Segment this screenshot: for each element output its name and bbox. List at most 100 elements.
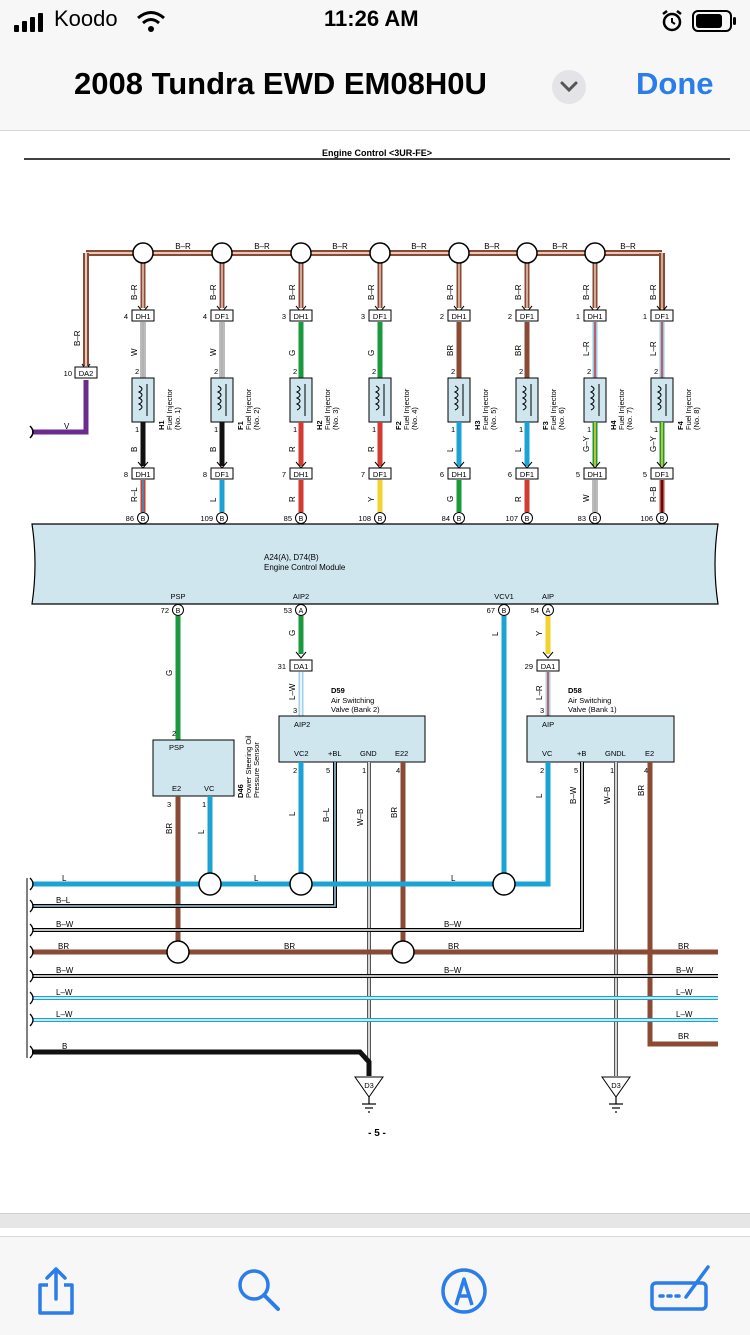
document-title[interactable]: 2008 Tundra EWD EM08H0U [74,66,487,101]
title-menu-button[interactable] [552,70,586,104]
inj-ecm-wire-label: W [582,494,591,502]
clock-time: 11:26 AM [324,6,419,31]
inj-ecm-conn: B [525,516,530,523]
inj-pin-top: 2 [587,367,591,376]
inj-pin-bottom: 1 [519,425,523,434]
d58-wire-1: L [535,793,544,798]
ecm-bottom-signal: PSP [170,592,185,601]
document-nav-bar: 2008 Tundra EWD EM08H0U Done [0,44,750,131]
d58-term-4: E2 [645,749,654,758]
inj-bottom-connector: DF1 [520,470,534,479]
inj-br-label: B–R [649,284,658,300]
inj-ecm-pin: 83 [578,514,586,523]
inj-pin-top: 2 [451,367,455,376]
bus-bw-label-1: B–W [56,920,74,929]
fuel-injector [368,377,392,423]
inj-pin-top: 2 [135,367,139,376]
inj-number: (No. 6) [557,407,566,430]
inj-lower-wire-label: B [209,447,218,452]
bus-l-label-1: L [62,874,67,883]
inj-number: (No. 7) [625,407,634,430]
d58-pin-4: 4 [644,766,648,775]
inj-ecm-wire-label: R [514,496,523,502]
ecm-bottom-conn: A [546,608,551,615]
bus-splice [516,242,538,264]
inj-code: H4 [609,420,618,430]
inj-code: H3 [473,420,482,430]
inj-pin-top: 2 [214,367,218,376]
inj-bottom-connector: DF1 [655,470,669,479]
bus-splice [290,242,312,264]
signature-icon [650,1265,710,1311]
inj-ecm-pin: 106 [640,514,653,523]
d58-code: D58 [568,686,582,695]
inj-top-connector: DH1 [135,312,150,321]
d46-pin-top: 2 [172,729,176,738]
inj-ecm-pin: 84 [442,514,450,523]
inj-pin-top: 2 [654,367,658,376]
d58-connector: DA1 [541,662,556,671]
d46-term-psp: PSP [169,743,184,752]
inj-top-connector: DH1 [293,312,308,321]
inj-top-pin: 1 [643,312,647,321]
d46-term-e2: E2 [172,784,181,793]
d59-pin-4: 4 [396,766,400,775]
inj-ecm-wire-label: R–L [130,487,139,502]
d59-wire-1: L [288,811,297,816]
inj-upper-wire-label: L–R [649,341,658,356]
inj-top-connector: DH1 [451,312,466,321]
inj-lower-wire-label: G–Y [582,435,591,452]
d46-name2: Pressure Sensor [252,742,261,798]
bus-b-label: B [62,1042,67,1051]
share-icon [38,1267,74,1315]
ecm-box [31,523,719,605]
inj-br-label: B–R [446,284,455,300]
ecm-bottom-signal: AIP [542,592,554,601]
inj-code: H2 [315,420,324,430]
bus-l-label-3: L [451,874,456,883]
fuel-injector [515,377,539,423]
d46-vc-wire: L [197,829,206,834]
d58-term-2: +B [577,749,586,758]
inj-ecm-wire-label: Y [367,496,376,502]
d59-name: Air Switching [331,696,374,705]
inj-top-connector: DF1 [373,312,387,321]
bus-splice [211,242,233,264]
pdf-page[interactable]: Engine Control <3UR-FE> B–R B–R B–R B–R … [0,131,750,1213]
signature-button[interactable] [650,1259,714,1319]
inj-top-connector: DF1 [655,312,669,321]
d58-term-3: GNDL [605,749,626,758]
d58-wire-4: BR [637,785,646,796]
aip-wire-label: Y [535,630,544,636]
bus-bw-label-2: B–W [444,920,462,929]
da2-pin: 10 [64,369,72,378]
inj-pin-bottom: 1 [372,425,376,434]
alarm-clock-icon [662,10,682,32]
inj-br-label: B–R [514,284,523,300]
inj-ecm-conn: B [378,516,383,523]
inj-br-label: B–R [367,284,376,300]
inj-ecm-wire-label: L [209,497,218,502]
search-button[interactable] [228,1259,288,1319]
markup-pen-icon [441,1268,487,1314]
bus-splice [448,242,470,264]
inj-pin-top: 2 [519,367,523,376]
d46-code: D46 [236,784,245,798]
d58-name2: Valve (Bank 1) [568,705,617,714]
inj-ecm-conn: B [593,516,598,523]
inj-top-pin: 4 [203,312,207,321]
d59-wire-4: BR [390,807,399,818]
done-button[interactable]: Done [636,66,714,101]
share-button[interactable] [26,1259,86,1319]
d59-connector: DA1 [294,662,309,671]
bus-splice [132,242,154,264]
bus-br-label-1: BR [58,942,69,951]
inj-name: Fuel Injector [481,388,490,430]
d58-conn-wire: L–R [535,685,544,700]
ground-label-1: D3 [364,1081,374,1090]
inj-code: F4 [676,420,685,430]
d59-term-4: E22 [395,749,408,758]
markup-button[interactable] [434,1259,494,1319]
inj-upper-wire-label: BR [446,345,455,356]
